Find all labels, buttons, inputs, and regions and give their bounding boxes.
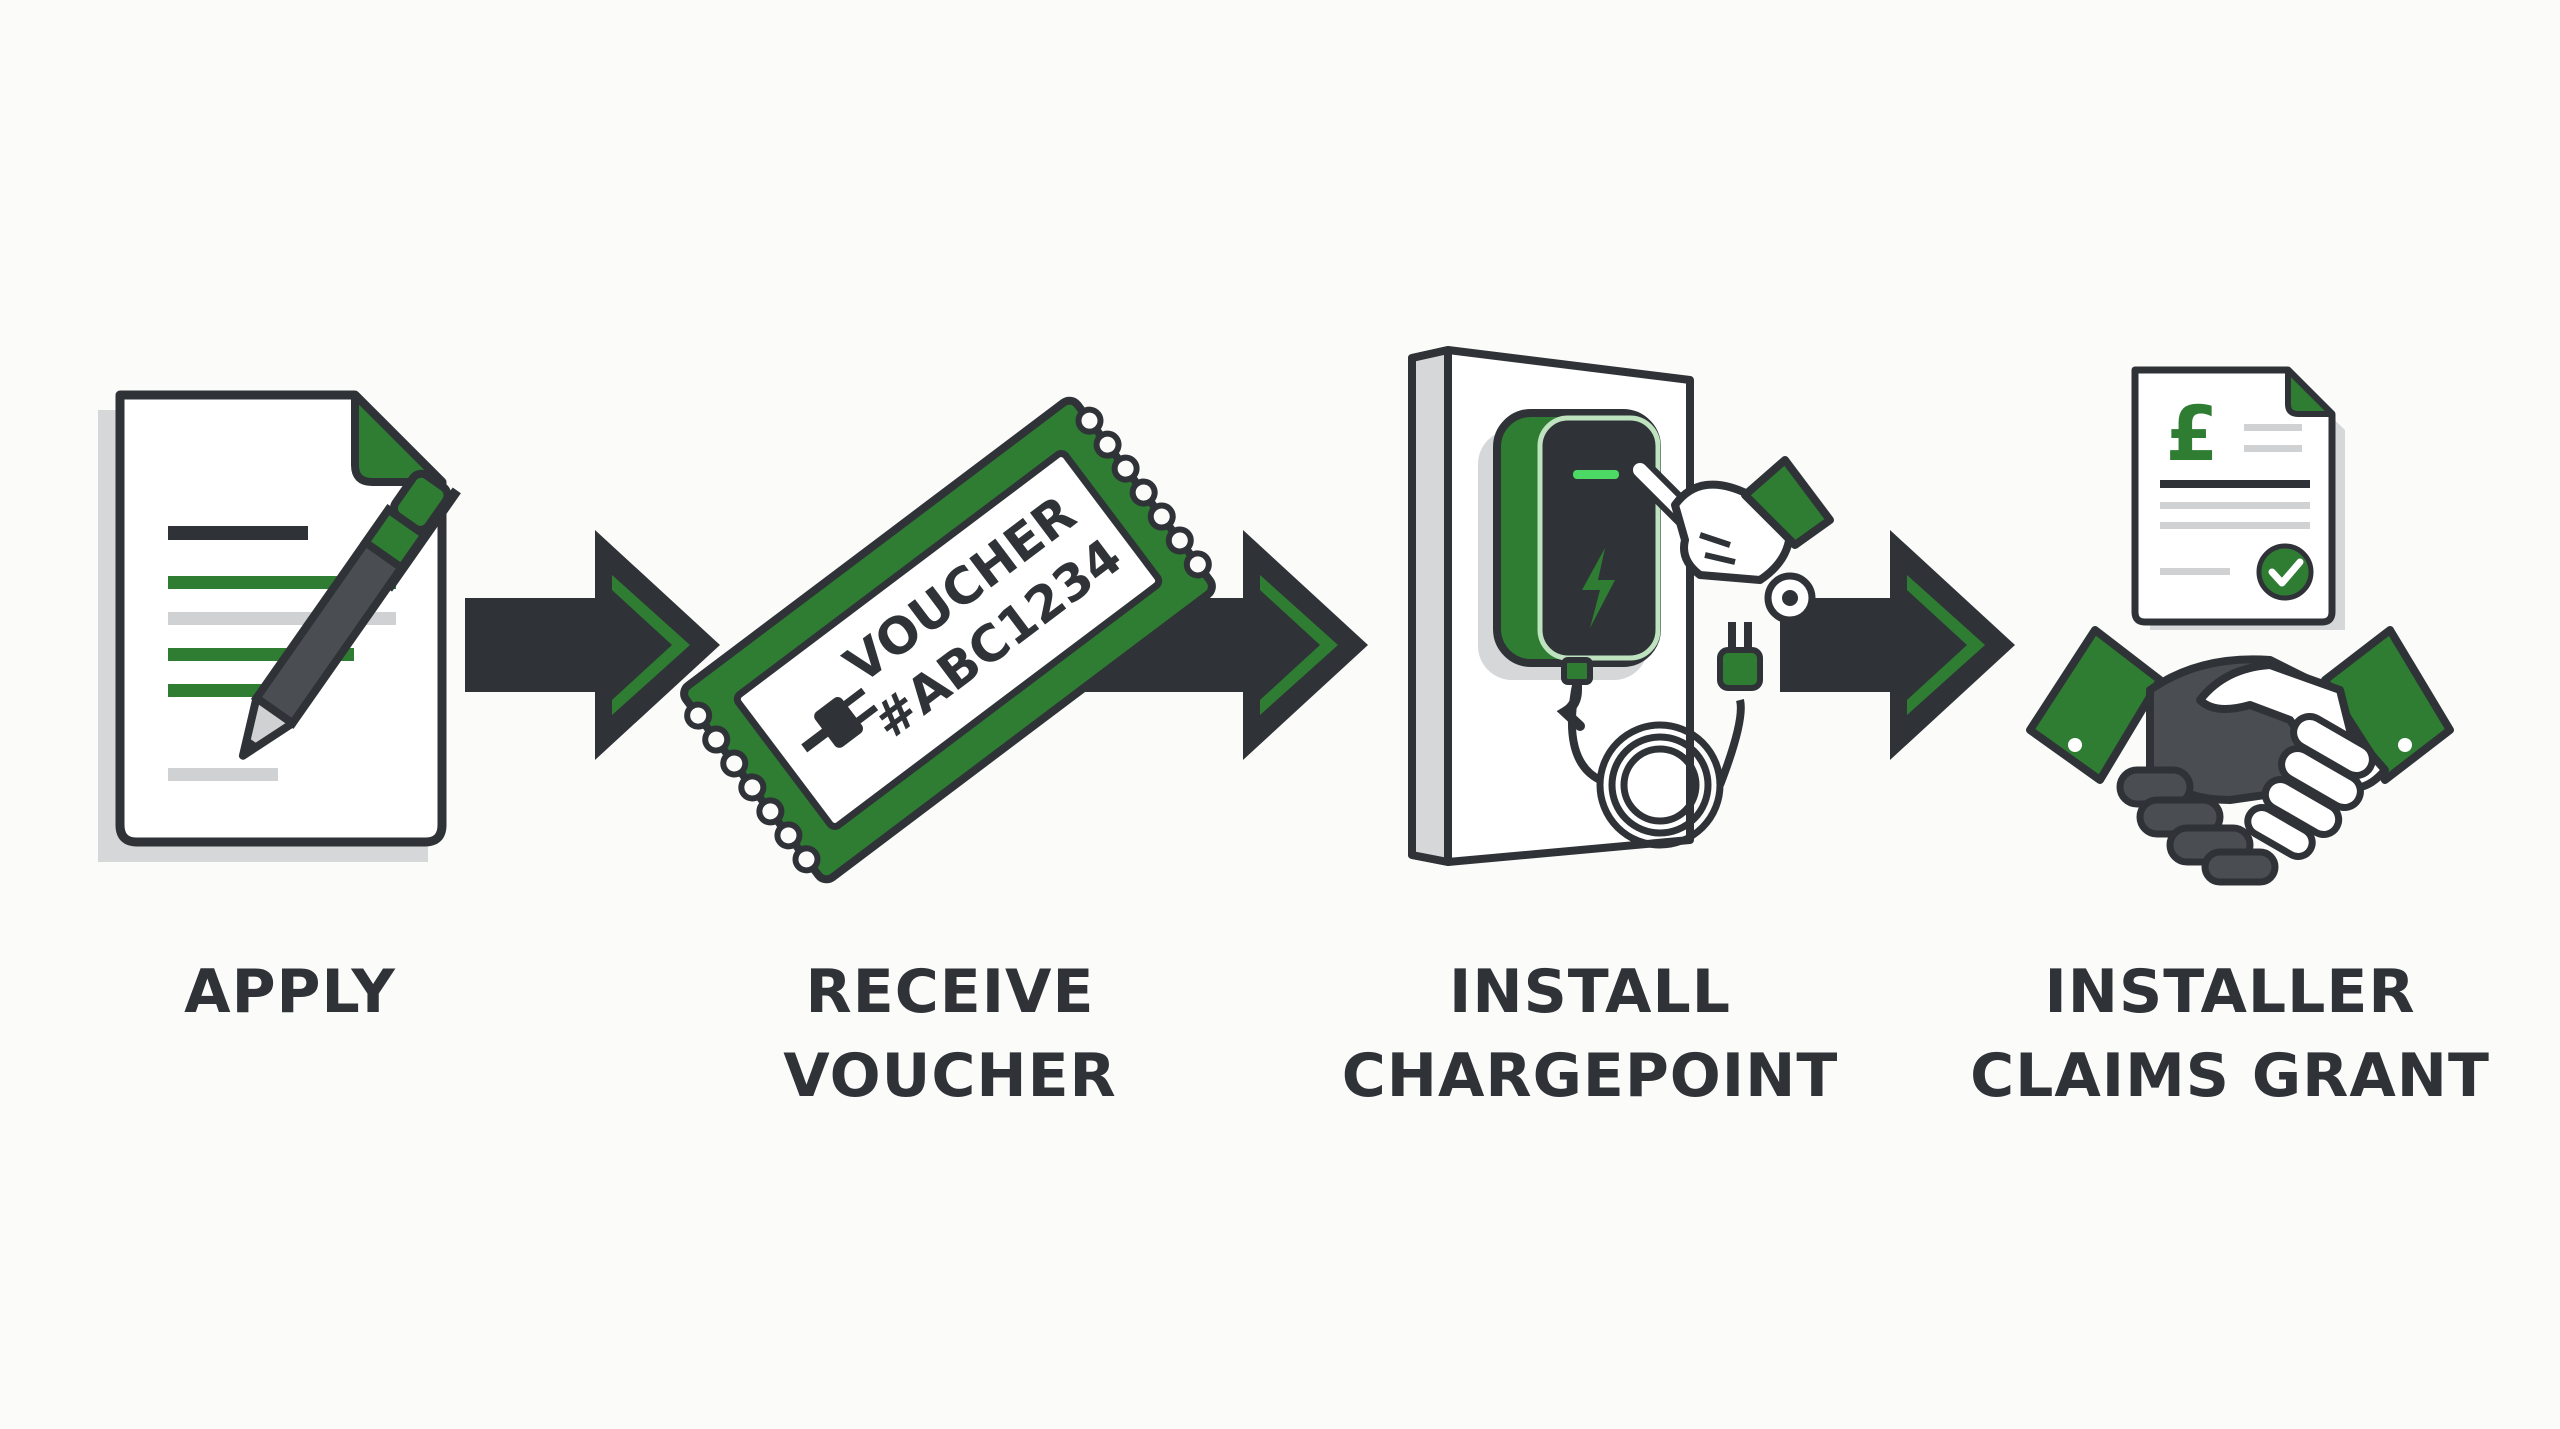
label-line: INSTALLER xyxy=(2044,957,2416,1027)
arrow-right-icon xyxy=(1780,530,2015,760)
step-label-apply: APPLY xyxy=(130,950,450,1034)
label-line: INSTALL xyxy=(1449,957,1731,1027)
wall-chargepoint-icon xyxy=(1408,346,1834,866)
grant-handshake-icon: £ xyxy=(2026,366,2454,886)
hand-wrench-icon xyxy=(1627,456,1834,624)
application-form-icon xyxy=(98,390,461,862)
label-line: CLAIMS GRANT xyxy=(1970,1041,2490,1111)
plug-icon xyxy=(1717,622,1763,691)
label-line: RECEIVE xyxy=(805,957,1095,1027)
label-line: APPLY xyxy=(184,957,396,1027)
step-label-install-chargepoint: INSTALL CHARGEPOINT xyxy=(1300,950,1880,1118)
step-label-installer-claims-grant: INSTALLER CLAIMS GRANT xyxy=(1930,950,2530,1118)
plug-icon xyxy=(801,687,879,753)
step-label-receive-voucher: RECEIVE VOUCHER xyxy=(720,950,1180,1118)
voucher-ticket-icon: VOUCHER #ABC1234 xyxy=(680,396,1216,884)
label-line: CHARGEPOINT xyxy=(1341,1041,1839,1111)
arrow-right-icon xyxy=(465,530,720,760)
pound-sign: £ xyxy=(2166,389,2219,478)
label-line: VOUCHER xyxy=(783,1041,1117,1111)
